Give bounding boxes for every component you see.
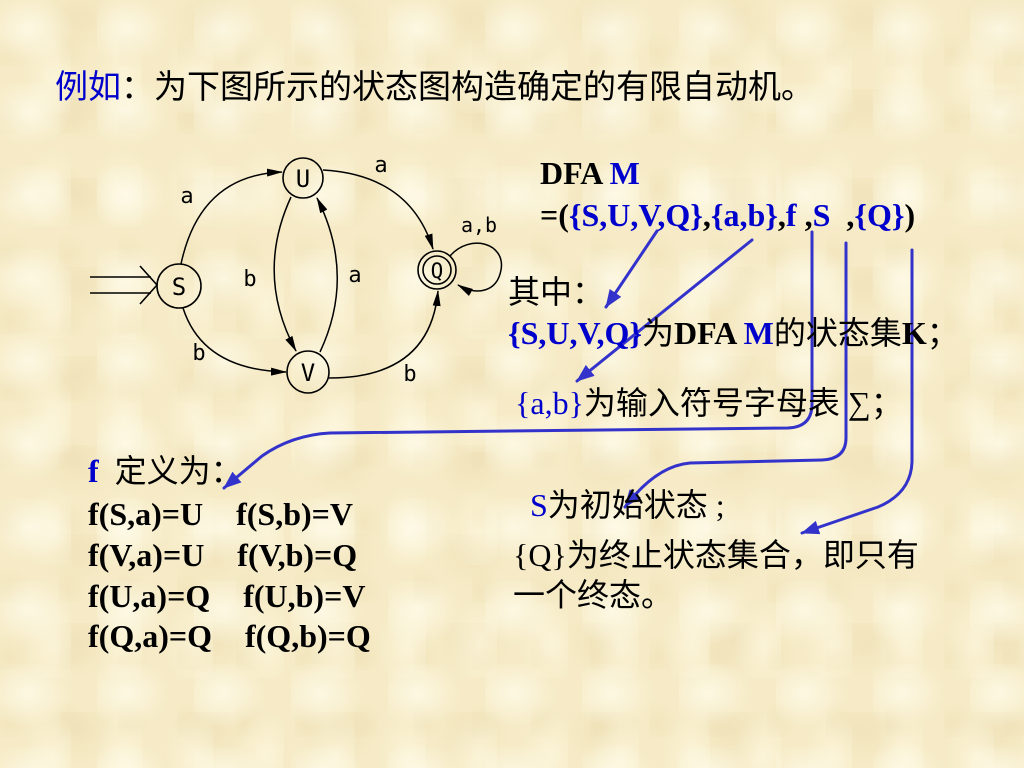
tuple-finals: {Q} — [854, 197, 905, 233]
dfa-name: DFA M — [540, 157, 640, 189]
states-line-text-2: 的状态集 — [773, 315, 902, 351]
transition-heading-symbol: f — [88, 453, 99, 489]
dfa-name-prefix: DFA — [540, 155, 610, 191]
alphabet-line: {a,b}为输入符号字母表 ∑； — [515, 387, 903, 419]
states-line-end: ； — [926, 315, 959, 351]
tuple-sep-4: , — [830, 197, 855, 233]
transition-row: f(Q,a)=Q f(Q,b)=Q — [88, 620, 371, 652]
alphabet-line-text: 为输入符号字母表 ∑； — [583, 385, 903, 421]
states-line-var: M — [735, 315, 774, 351]
states-line: {S,U,V,Q}为DFA M的状态集K； — [508, 317, 959, 349]
transition-row: f(S,a)=U f(S,b)=V — [88, 498, 353, 530]
title-text: ：为下图所示的状态图构造确定的有限自动机。 — [121, 70, 814, 106]
transition-heading-text: 定义为： — [98, 453, 243, 489]
tuple-function: f — [785, 197, 797, 233]
tuple-sep-3: , — [796, 197, 813, 233]
transition-cell: f(U,a)=Q — [88, 578, 211, 614]
final-line-2: 一个终态。 — [513, 577, 674, 613]
start-line-text: 为初始状态 ; — [547, 487, 725, 523]
transition-row: f(V,a)=U f(V,b)=Q — [88, 539, 357, 571]
final-line-1: {Q}为终止状态集合，即只有 — [513, 537, 919, 573]
transition-cell: f(Q,b)=Q — [244, 618, 371, 654]
tuple-states: {S,U,V,Q} — [568, 197, 703, 233]
tuple-close: ) — [904, 197, 916, 233]
alphabet-line-set: {a,b} — [515, 385, 584, 421]
title-example-label: 例如 — [55, 70, 121, 106]
states-line-dfa: DFA — [674, 315, 736, 351]
transition-cell: f(U,b)=V — [243, 578, 366, 614]
start-line: S为初始状态 ; — [530, 489, 725, 521]
transition-cell: f(Q,a)=Q — [88, 618, 212, 654]
slide-title: 例如：为下图所示的状态图构造确定的有限自动机。 — [55, 72, 814, 105]
transition-row: f(U,a)=Q f(U,b)=V — [88, 580, 365, 612]
transition-cell: f(S,a)=U — [88, 496, 204, 532]
tuple-open: =( — [540, 197, 569, 233]
states-line-set: {S,U,V,Q} — [508, 315, 642, 351]
dfa-tuple: =({S,U,V,Q},{a,b},f ,S ,{Q}) — [540, 199, 915, 231]
transition-cell: f(S,b)=V — [236, 496, 354, 532]
tuple-alphabet: {a,b} — [710, 197, 778, 233]
start-line-symbol: S — [530, 487, 548, 523]
explanation-heading: 其中： — [508, 274, 605, 310]
transition-cell: f(V,b)=Q — [237, 537, 358, 573]
dfa-name-var: M — [609, 155, 640, 191]
tuple-sep-2: , — [777, 197, 786, 233]
transition-heading: f 定义为： — [88, 455, 243, 487]
tuple-sep-1: , — [702, 197, 711, 233]
states-line-text-1: 为 — [642, 315, 675, 351]
states-line-symbol: K — [901, 315, 927, 351]
tuple-start: S — [812, 197, 831, 233]
transition-cell: f(V,a)=U — [88, 537, 205, 573]
